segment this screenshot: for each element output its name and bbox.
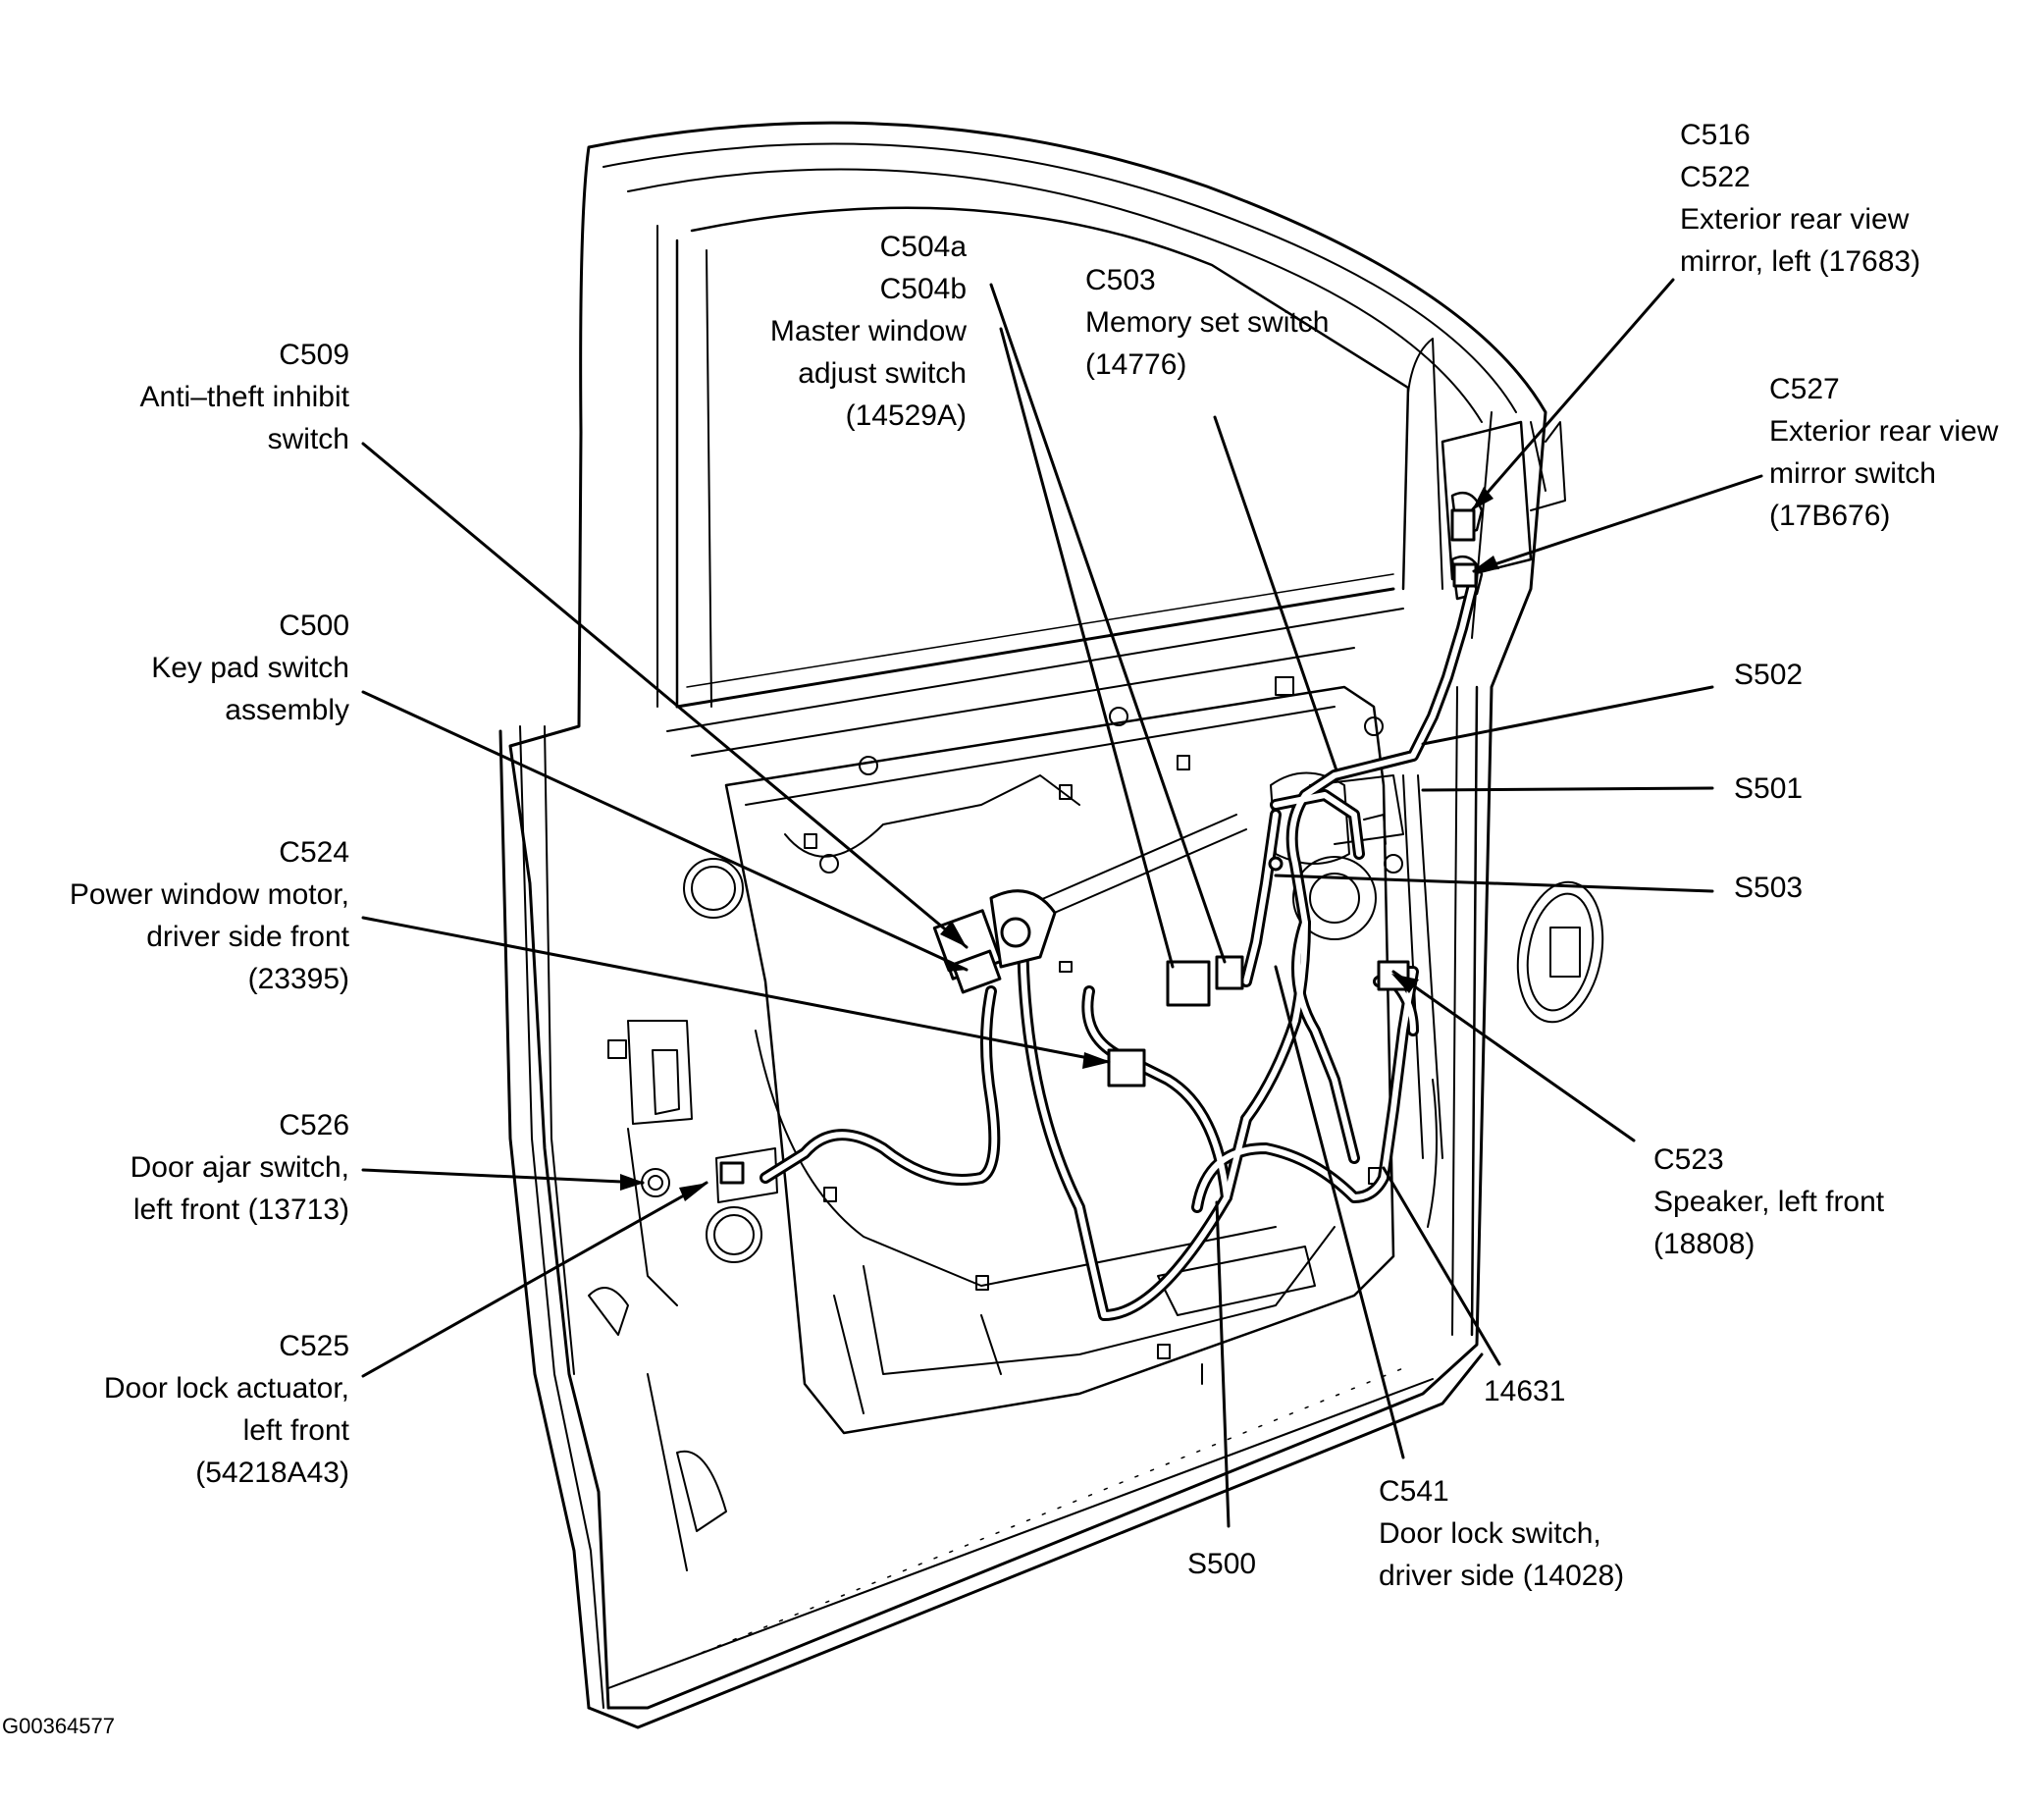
part-number: (17B676) [1769, 500, 1891, 532]
component-name: Power window motor, [69, 878, 349, 911]
component-name: left front [242, 1414, 349, 1447]
splice-id: S503 [1734, 872, 1804, 904]
component-name: Memory set switch [1085, 306, 1330, 339]
mirror-mount [1441, 420, 1533, 601]
label-c526: C526 Door ajar switch, left front (13713… [131, 1104, 349, 1231]
component-name: Master window [769, 315, 967, 347]
component-name: Door lock switch, [1379, 1517, 1601, 1550]
label-c524: C524 Power window motor, driver side fro… [70, 831, 349, 1000]
component-name: mirror, left (17683) [1680, 245, 1921, 278]
label-c503: C503 Memory set switch (14776) [1085, 259, 1329, 386]
arrowheads [620, 487, 1499, 1201]
harness-id: 14631 [1484, 1375, 1566, 1407]
label-s503: S503 [1734, 867, 1803, 909]
label-c516: C516 C522 Exterior rear view mirror, lef… [1680, 114, 1920, 283]
label-c541: C541 Door lock switch, driver side (1402… [1379, 1470, 1624, 1597]
component-name: Speaker, left front [1653, 1186, 1885, 1218]
label-c509: C509 Anti–theft inhibit switch [140, 334, 349, 460]
label-c500: C500 Key pad switch assembly [151, 605, 349, 731]
connector-id: C504b [879, 273, 967, 305]
connector-id: C523 [1653, 1143, 1724, 1176]
component-name: Door ajar switch, [130, 1151, 349, 1184]
connector-id: C504a [879, 231, 967, 263]
component-name: Anti–theft inhibit [139, 381, 349, 413]
connector-id: C527 [1769, 373, 1840, 405]
component-name: mirror switch [1769, 457, 1936, 490]
component-name: Exterior rear view [1680, 203, 1910, 236]
connector-id: C522 [1680, 161, 1751, 193]
component-name: driver side (14028) [1379, 1560, 1625, 1592]
part-number: (54218A43) [195, 1457, 349, 1489]
component-name: driver side front [146, 921, 349, 953]
component-name: assembly [225, 694, 349, 726]
label-c504: C504a C504b Master window adjust switch … [770, 226, 967, 437]
component-name: Door lock actuator, [103, 1372, 349, 1405]
component-name: switch [267, 423, 349, 455]
connector-id: C526 [279, 1109, 349, 1141]
part-number: (18808) [1653, 1228, 1756, 1260]
connector-id: C509 [279, 339, 349, 371]
splice-id: S502 [1734, 659, 1804, 691]
label-c525: C525 Door lock actuator, left front (542… [104, 1325, 349, 1494]
connector-id: C516 [1680, 119, 1751, 151]
component-name: adjust switch [798, 357, 967, 390]
label-14631: 14631 [1484, 1370, 1565, 1412]
label-c523: C523 Speaker, left front (18808) [1653, 1139, 1884, 1265]
connector-id: C541 [1379, 1475, 1449, 1508]
component-name: Exterior rear view [1769, 415, 1999, 448]
label-c527: C527 Exterior rear view mirror switch (1… [1769, 368, 1998, 537]
label-s500: S500 [1187, 1543, 1256, 1585]
splice-id: S500 [1187, 1548, 1257, 1580]
splice-id: S501 [1734, 772, 1804, 805]
inner-panel [588, 676, 1438, 1571]
connector-id: C500 [279, 610, 349, 642]
component-name: Key pad switch [151, 652, 349, 684]
figure-id: G00364577 [2, 1714, 115, 1739]
part-number: (14776) [1085, 348, 1187, 381]
connector-id: C525 [279, 1330, 349, 1362]
leader-lines [361, 278, 1763, 1528]
component-name: left front (13713) [132, 1193, 349, 1226]
label-s502: S502 [1734, 654, 1803, 696]
part-number: (23395) [247, 963, 349, 995]
label-s501: S501 [1734, 768, 1803, 810]
part-number: (14529A) [845, 399, 967, 432]
connector-id: C524 [279, 836, 349, 869]
figure-id-text: G00364577 [2, 1714, 115, 1738]
connector-id: C503 [1085, 264, 1156, 296]
